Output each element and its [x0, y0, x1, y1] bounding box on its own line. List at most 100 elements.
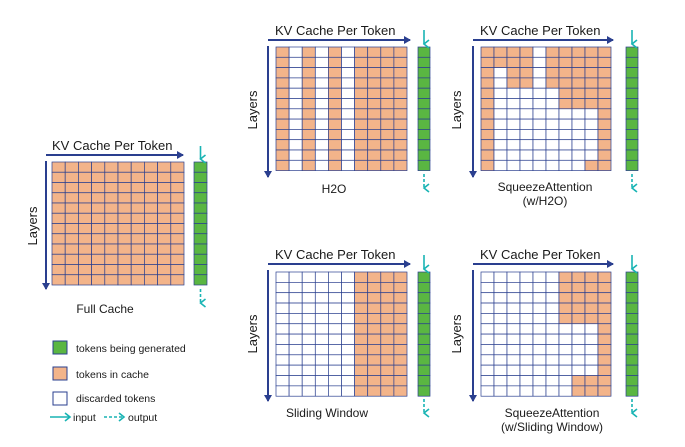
cached-token-cell — [393, 139, 408, 151]
discarded-token-cell — [288, 271, 303, 283]
generated-token-cell — [193, 161, 208, 173]
cached-token-cell — [51, 274, 66, 286]
cached-token-cell — [584, 302, 599, 314]
cached-token-cell — [367, 354, 382, 366]
discarded-token-cell — [341, 282, 355, 294]
cached-token-cell — [117, 233, 132, 245]
discarded-token-cell — [532, 354, 547, 366]
cached-token-cell — [367, 364, 382, 376]
discarded-token-cell — [314, 344, 329, 356]
panel-caption: H2O — [322, 182, 347, 196]
discarded-token-cell — [341, 149, 355, 161]
cached-token-cell — [354, 77, 369, 89]
generated-token-cell — [417, 56, 431, 68]
discarded-token-cell — [314, 354, 329, 366]
discarded-token-cell — [532, 87, 547, 99]
cached-token-cell — [78, 161, 92, 173]
cached-token-cell — [597, 354, 612, 366]
generated-token-cell — [625, 364, 639, 376]
generated-token-column — [417, 271, 431, 397]
panel-squeeze-sliding: KV Cache Per Token Layers SqueezeAttenti… — [449, 247, 639, 434]
cached-token-cell — [104, 212, 119, 224]
cached-token-cell — [380, 46, 395, 58]
cached-token-cell — [301, 149, 316, 161]
cached-token-cell — [144, 161, 158, 173]
discarded-token-cell — [545, 333, 560, 345]
cached-token-cell — [597, 87, 612, 99]
cached-token-cell — [130, 274, 145, 286]
discarded-token-cell — [558, 344, 573, 356]
discarded-token-cell — [341, 333, 355, 345]
discarded-token-cell — [493, 271, 508, 283]
discarded-token-cell — [314, 292, 329, 304]
discarded-token-cell — [341, 354, 355, 366]
cached-token-cell — [64, 233, 79, 245]
discarded-token-cell — [571, 118, 586, 130]
cached-token-cell — [519, 77, 534, 89]
discarded-token-cell — [493, 129, 508, 141]
cached-token-cell — [571, 98, 586, 110]
discarded-token-cell — [328, 271, 342, 283]
cached-token-cell — [275, 159, 290, 171]
generated-token-cell — [625, 271, 639, 283]
discarded-token-cell — [314, 67, 329, 79]
discarded-token-cell — [519, 313, 534, 325]
discarded-token-cell — [341, 98, 355, 110]
generated-token-cell — [193, 212, 208, 224]
cached-token-cell — [597, 108, 612, 120]
y-axis-label: Layers — [245, 90, 260, 130]
discarded-token-cell — [571, 108, 586, 120]
discarded-token-cell — [532, 139, 547, 151]
generated-token-cell — [417, 87, 431, 99]
discarded-token-cell — [545, 364, 560, 376]
generated-token-cell — [625, 118, 639, 130]
cached-token-cell — [584, 56, 599, 68]
cached-token-cell — [78, 223, 92, 235]
discarded-token-cell — [493, 282, 508, 294]
discarded-token-cell — [558, 129, 573, 141]
cached-token-cell — [354, 302, 369, 314]
discarded-token-cell — [571, 364, 586, 376]
discarded-token-cell — [493, 375, 508, 387]
cached-token-cell — [393, 385, 408, 397]
cached-token-cell — [91, 274, 106, 286]
legend-swatch-cached — [52, 366, 68, 381]
discarded-token-cell — [584, 333, 599, 345]
discarded-token-cell — [493, 323, 508, 335]
cached-token-cell — [275, 139, 290, 151]
discarded-token-cell — [480, 313, 495, 325]
discarded-token-cell — [506, 98, 521, 110]
cached-token-cell — [328, 56, 342, 68]
y-axis-label: Layers — [449, 314, 464, 354]
panel-squeeze-h2o: KV Cache Per Token Layers SqueezeAttenti… — [449, 23, 639, 208]
discarded-token-cell — [506, 354, 521, 366]
cached-token-cell — [170, 212, 185, 224]
cached-token-cell — [170, 233, 185, 245]
generated-token-cell — [417, 118, 431, 130]
discarded-token-cell — [288, 344, 303, 356]
discarded-token-cell — [480, 364, 495, 376]
discarded-token-cell — [519, 139, 534, 151]
generated-token-cell — [625, 98, 639, 110]
discarded-token-cell — [314, 77, 329, 89]
discarded-token-cell — [584, 344, 599, 356]
generated-token-cell — [417, 159, 431, 171]
cached-token-cell — [571, 271, 586, 283]
discarded-token-cell — [506, 87, 521, 99]
discarded-token-cell — [545, 98, 560, 110]
cached-token-cell — [104, 274, 119, 286]
cached-token-cell — [480, 46, 495, 58]
discarded-token-cell — [480, 302, 495, 314]
discarded-token-cell — [545, 354, 560, 366]
cached-token-cell — [367, 56, 382, 68]
generated-token-cell — [417, 354, 431, 366]
discarded-token-cell — [506, 323, 521, 335]
discarded-token-cell — [275, 354, 290, 366]
discarded-token-cell — [506, 313, 521, 325]
cached-token-cell — [275, 129, 290, 141]
discarded-token-cell — [275, 302, 290, 314]
discarded-token-cell — [314, 87, 329, 99]
cached-token-cell — [393, 129, 408, 141]
discarded-token-cell — [301, 364, 316, 376]
discarded-token-cell — [301, 344, 316, 356]
